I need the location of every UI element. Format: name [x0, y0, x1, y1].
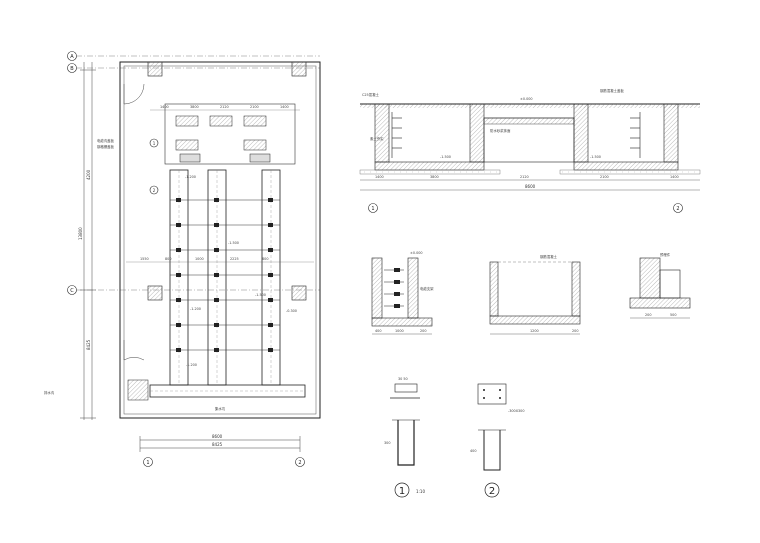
svg-text:预埋件: 预埋件 [660, 252, 671, 257]
svg-text:-1.200: -1.200 [190, 307, 201, 311]
axis-bubble-a: A [67, 51, 77, 61]
callout-2: 2 [149, 185, 159, 195]
svg-text:C25混凝土: C25混凝土 [362, 92, 379, 97]
svg-text:1000: 1000 [395, 329, 404, 333]
svg-text:200: 200 [572, 329, 578, 333]
dim-left-1: 4200 [86, 169, 91, 180]
svg-text:A: A [70, 54, 74, 60]
svg-text:400: 400 [470, 449, 476, 453]
svg-text:1200: 1200 [530, 329, 539, 333]
svg-text:2100: 2100 [600, 175, 609, 179]
svg-text:防水砂浆抹面: 防水砂浆抹面 [490, 128, 511, 133]
svg-text:3800: 3800 [430, 175, 439, 179]
svg-text:-300X300: -300X300 [508, 409, 525, 413]
dim-bottom-1: 8600 [212, 434, 223, 439]
svg-text:-1.500: -1.500 [590, 155, 601, 159]
svg-text:C: C [70, 288, 74, 294]
section-total: 8600 [525, 184, 536, 189]
plan-notes: 电缆沟盖板 钢格栅盖板 排水沟 [44, 138, 115, 395]
svg-text:素土夯实: 素土夯实 [370, 136, 384, 141]
svg-text:2225: 2225 [230, 257, 239, 261]
svg-text:±0.000: ±0.000 [410, 251, 423, 255]
svg-text:-1.200: -1.200 [185, 175, 196, 179]
svg-text:2: 2 [676, 206, 679, 212]
svg-text:-0.300: -0.300 [286, 309, 297, 313]
svg-text:2120: 2120 [520, 175, 529, 179]
svg-text:800: 800 [262, 257, 268, 261]
axis-bubble-1: 1 [143, 457, 153, 467]
svg-text:电缆支架: 电缆支架 [420, 286, 434, 291]
section-axis-2: 2 [673, 203, 683, 213]
dim-left-2: 13800 [78, 227, 83, 240]
svg-text:200: 200 [420, 329, 426, 333]
svg-text:1:10: 1:10 [416, 489, 425, 494]
dim-left-3: 8425 [86, 339, 91, 350]
section-axis-1: 1 [368, 203, 378, 213]
svg-text:1400: 1400 [160, 105, 169, 109]
svg-text:1400: 1400 [670, 175, 679, 179]
dim-bottom-2: 8425 [212, 442, 223, 447]
svg-text:-1.200: -1.200 [186, 363, 197, 367]
svg-text:钢筋混凝土盖板: 钢筋混凝土盖板 [600, 88, 624, 93]
svg-text:钢格栅盖板: 钢格栅盖板 [97, 144, 115, 149]
svg-text:1: 1 [153, 141, 156, 146]
callout-1: 1 [149, 138, 159, 148]
section-elev-top: ±0.000 [520, 97, 533, 101]
svg-text:2100: 2100 [250, 105, 259, 109]
svg-text:1: 1 [371, 206, 374, 212]
svg-text:3800: 3800 [190, 105, 199, 109]
svg-text:30 50: 30 50 [398, 377, 408, 381]
axis-bubble-c: C [67, 285, 77, 295]
plan-top-dims: 1400 3800 2120 2100 1400 [150, 105, 300, 111]
svg-text:1000: 1000 [195, 257, 204, 261]
svg-text:电缆沟盖板: 电缆沟盖板 [97, 138, 115, 143]
bottom-detail-1: 30 50 300 [384, 377, 420, 466]
bottom-detail-2: -300X300 400 [470, 383, 525, 471]
svg-text:2: 2 [489, 486, 495, 497]
svg-text:钢筋混凝土: 钢筋混凝土 [540, 254, 558, 259]
plan-view: 4200 13800 8425 A B C [44, 51, 321, 467]
svg-text:800: 800 [165, 257, 171, 261]
svg-text:排水沟: 排水沟 [44, 390, 55, 395]
detail-3: 预埋件 200 500 [629, 252, 691, 319]
detail-1: ±0.000 电缆支架 400 1000 200 [371, 251, 434, 335]
pit-label: 集水坑 [215, 406, 226, 411]
svg-text:200: 200 [645, 313, 651, 317]
axis-bubble-b: B [67, 63, 77, 73]
svg-text:1400: 1400 [375, 175, 384, 179]
svg-text:1: 1 [399, 486, 405, 497]
svg-text:400: 400 [375, 329, 381, 333]
detail-2: 钢筋混凝土 1200 200 [489, 254, 581, 335]
svg-text:2: 2 [153, 188, 156, 193]
svg-text:-1.500: -1.500 [228, 241, 239, 245]
plan-elevations: -1.200 -1.500 -1.500 -1.200 -1.200 -0.30… [185, 175, 297, 367]
svg-text:500: 500 [670, 313, 676, 317]
svg-text:2120: 2120 [220, 105, 229, 109]
svg-text:1400: 1400 [280, 105, 289, 109]
detail-title-2: 2 [484, 482, 500, 498]
svg-text:2: 2 [298, 460, 301, 466]
section-notes: C25混凝土 防水砂浆抹面 钢筋混凝土盖板 素土夯实 [362, 88, 624, 141]
section-view: ±0.000 -1.500 -1.500 C25混凝土 防水砂浆抹面 [359, 88, 701, 213]
svg-text:-1.500: -1.500 [440, 155, 451, 159]
svg-text:1550: 1550 [140, 257, 149, 261]
svg-text:300: 300 [384, 441, 390, 445]
axis-bubble-2: 2 [295, 457, 305, 467]
svg-text:-1.500: -1.500 [255, 293, 266, 297]
detail-title-1: 1 1:10 [394, 482, 425, 498]
svg-text:B: B [70, 66, 74, 72]
svg-text:1: 1 [146, 460, 149, 466]
